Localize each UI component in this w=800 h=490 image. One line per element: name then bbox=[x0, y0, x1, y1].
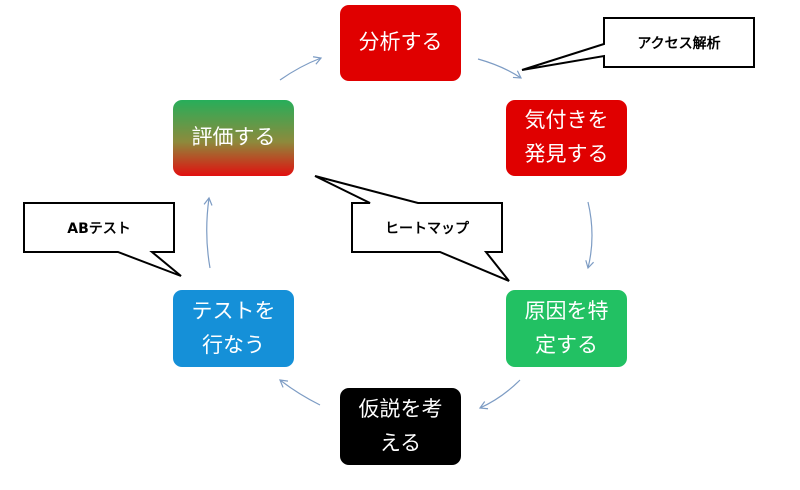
node-discover-label: 気付きを発見する bbox=[524, 108, 609, 166]
node-evaluate: 評価する bbox=[173, 100, 294, 176]
arrow-evaluate-to-analyze bbox=[279, 56, 323, 81]
arrow-hypo-to-test bbox=[279, 379, 321, 406]
callout-ab-test: ABテスト bbox=[67, 220, 131, 237]
node-analyze-label: 分析する bbox=[358, 30, 443, 55]
node-identify-cause: 原因を特定する bbox=[506, 290, 627, 367]
arrow-test-to-evaluate bbox=[203, 196, 213, 269]
callout-access-analysis-shape bbox=[521, 17, 755, 71]
node-analyze: 分析する bbox=[340, 5, 461, 81]
node-evaluate-label: 評価する bbox=[191, 125, 276, 150]
node-hypothesis: 仮説を考える bbox=[340, 388, 461, 465]
arrow-cause-to-hypo bbox=[478, 379, 521, 410]
callout-heatmap: ヒートマップ bbox=[385, 220, 469, 237]
callout-heatmap-shape bbox=[314, 175, 510, 282]
arrow-analyze-to-discover bbox=[477, 58, 523, 79]
node-hypothesis-label: 仮説を考える bbox=[358, 396, 443, 455]
arrow-discover-to-cause bbox=[585, 201, 595, 270]
callout-access-analysis: アクセス解析 bbox=[637, 35, 721, 52]
node-discover: 気付きを発見する bbox=[506, 100, 627, 176]
callout-ab-test-shape bbox=[23, 202, 182, 277]
node-run-test: テストを行なう bbox=[173, 290, 294, 367]
node-run-test-label: テストを行なう bbox=[191, 298, 276, 357]
node-identify-cause-label: 原因を特定する bbox=[524, 298, 609, 357]
